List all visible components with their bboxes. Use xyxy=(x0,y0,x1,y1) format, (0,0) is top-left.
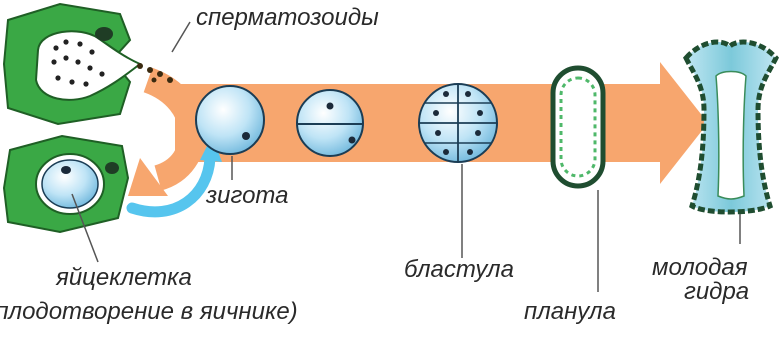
egg-note-label: (оплодотворение в яичнике) xyxy=(0,300,298,324)
spermary-cell xyxy=(4,4,173,124)
ovary-nucleus xyxy=(105,162,119,174)
blastula-embryo xyxy=(419,84,497,162)
two-cell-stage xyxy=(297,90,363,156)
hydra-label-line2: гидра xyxy=(684,280,749,304)
ovary-cell xyxy=(4,136,128,232)
spermary-nucleus xyxy=(95,27,113,41)
fertilization-arrow xyxy=(128,80,192,196)
hydra-label-line1: молодая xyxy=(652,256,748,280)
planula-label: планула xyxy=(524,300,616,324)
zygote-label: зигота xyxy=(206,184,289,208)
egg-nucleus xyxy=(61,166,71,174)
egg-label: яйцеклетка xyxy=(56,266,192,290)
egg-cell xyxy=(42,160,98,208)
blastula-label: бластула xyxy=(404,258,514,282)
zygote xyxy=(196,86,264,154)
planula-larva xyxy=(553,68,603,186)
sperm-pointer xyxy=(172,22,190,52)
sperm-label: сперматозоиды xyxy=(196,6,379,30)
